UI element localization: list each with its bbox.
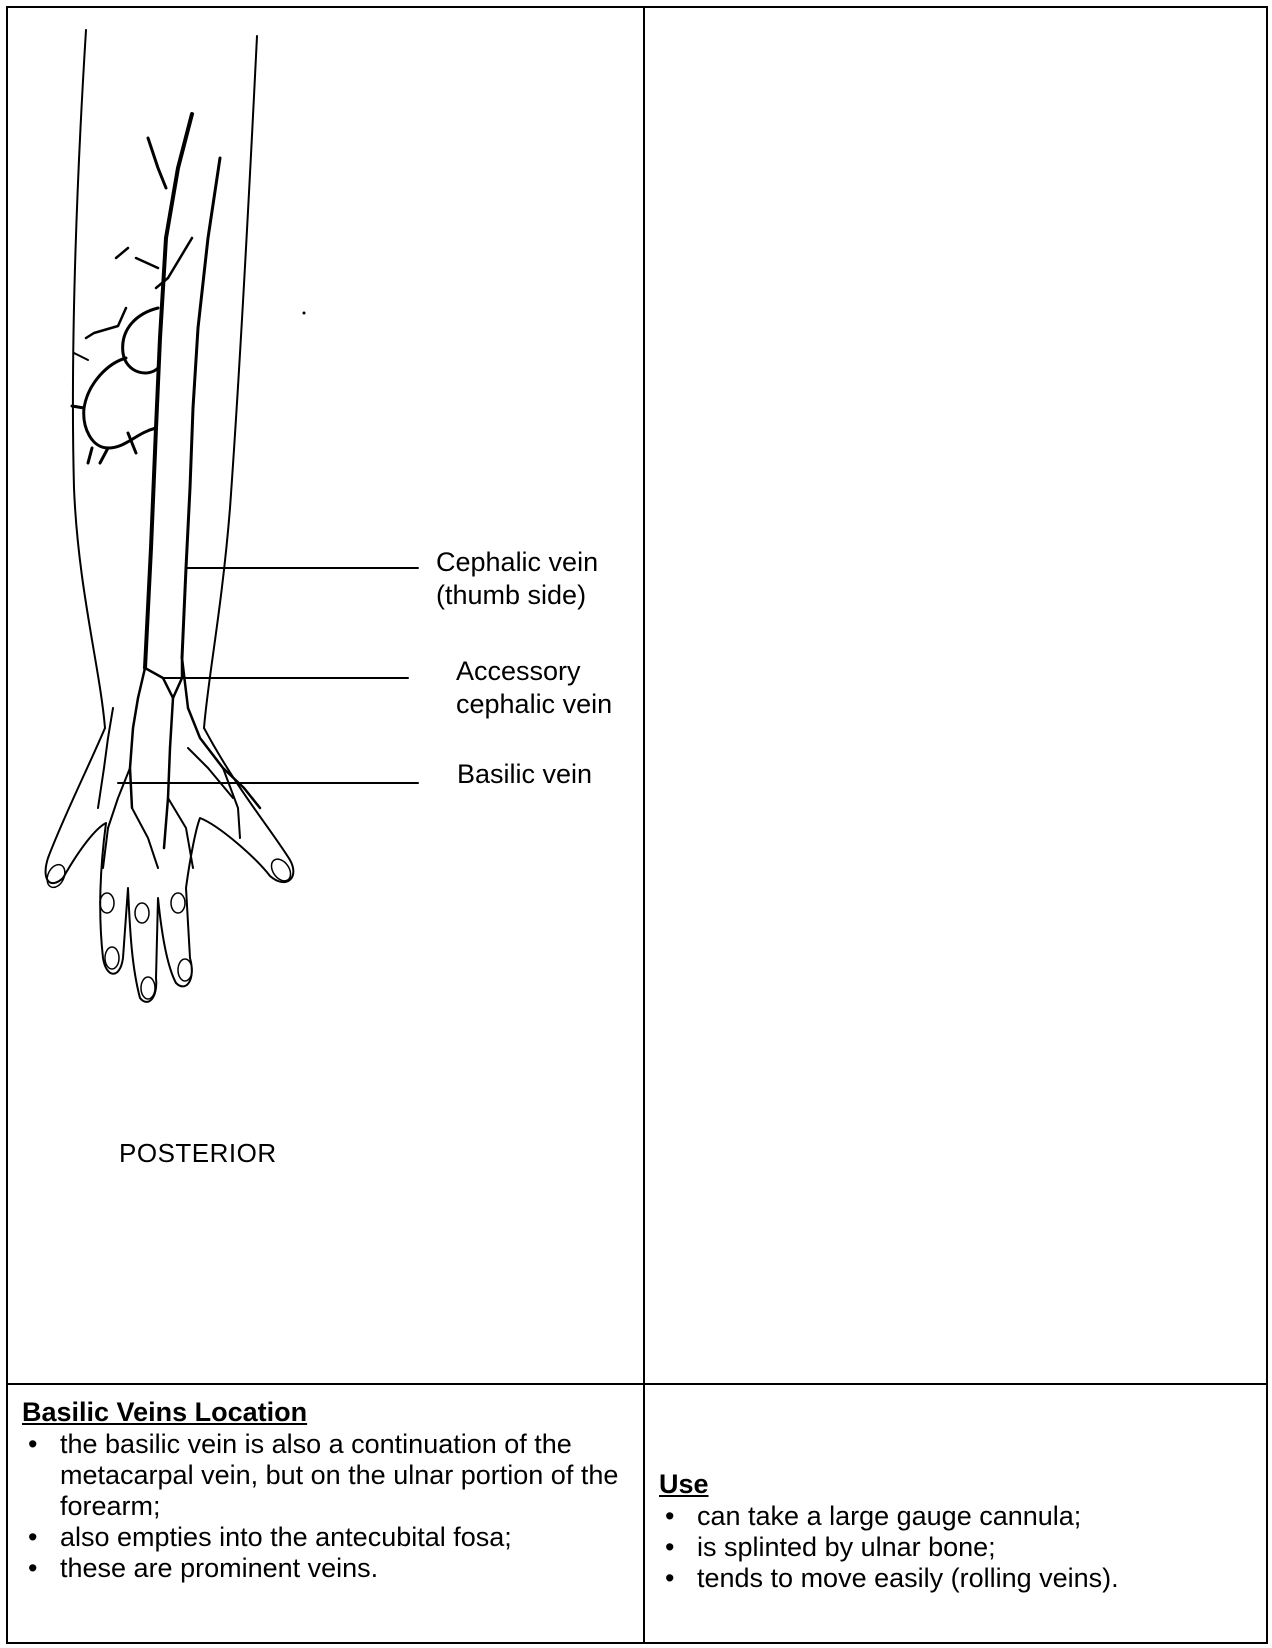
forearm-vein-left <box>130 668 145 808</box>
list-item-text: is splinted by ulnar bone; <box>697 1532 996 1562</box>
forearm-vein-mid <box>164 698 173 848</box>
bullet-icon: • <box>665 1501 674 1532</box>
nail-3 <box>141 977 155 999</box>
label-accessory-cephalic-vein: Accessory cephalic vein <box>456 655 612 721</box>
arm-outline-right <box>204 36 257 728</box>
document-table: Cephalic vein (thumb side) Accessory cep… <box>6 6 1268 1644</box>
forearm-vein-right <box>182 658 260 808</box>
list-item: • tends to move easily (rolling veins). <box>659 1563 1252 1594</box>
label-cephalic-vein: Cephalic vein (thumb side) <box>436 546 598 612</box>
use-list: • can take a large gauge cannula; • is s… <box>659 1501 1252 1594</box>
knuckle-3 <box>171 893 185 913</box>
nail-1 <box>44 862 69 891</box>
diagram-cell: Cephalic vein (thumb side) Accessory cep… <box>7 7 644 1384</box>
thin-branch-1 <box>156 238 192 288</box>
list-item: • these are prominent veins. <box>22 1553 629 1584</box>
list-item-text: can take a large gauge cannula; <box>697 1501 1081 1531</box>
bullet-icon: • <box>28 1522 37 1553</box>
nail-4 <box>178 959 192 981</box>
list-item: • can take a large gauge cannula; <box>659 1501 1252 1532</box>
bullet-icon: • <box>28 1429 37 1460</box>
location-cell: Basilic Veins Location • the basilic vei… <box>7 1384 644 1643</box>
vein-stub <box>74 353 88 360</box>
use-cell: Use • can take a large gauge cannula; • … <box>644 1384 1267 1643</box>
nail-2 <box>105 947 119 969</box>
thin-branch-2 <box>116 248 158 268</box>
label-accessory-line2: cephalic vein <box>456 688 612 721</box>
list-item-text: the basilic vein is also a continuation … <box>60 1429 618 1521</box>
use-heading: Use <box>659 1467 1252 1501</box>
list-item-text: tends to move easily (rolling veins). <box>697 1563 1119 1593</box>
cephalic-vein <box>182 158 220 658</box>
list-item: • also empties into the antecubital fosa… <box>22 1522 629 1553</box>
label-accessory-line1: Accessory <box>456 655 612 688</box>
empty-cell <box>644 7 1267 1384</box>
central-vein-branch <box>148 138 166 188</box>
label-basilic-vein: Basilic vein <box>457 758 592 791</box>
location-list: • the basilic vein is also a continuatio… <box>22 1429 629 1584</box>
label-cephalic-line1: Cephalic vein <box>436 546 598 579</box>
knuckle-1 <box>100 893 114 913</box>
knuckle-2 <box>135 903 149 923</box>
thin-branch-3 <box>86 308 126 338</box>
thumb-vein <box>223 768 240 838</box>
location-heading: Basilic Veins Location <box>22 1395 629 1429</box>
view-caption: POSTERIOR <box>119 1138 277 1169</box>
bullet-icon: • <box>665 1532 674 1563</box>
list-item-text: also empties into the antecubital fosa; <box>60 1522 512 1552</box>
speck <box>303 312 306 315</box>
arm-outline-left <box>73 30 105 728</box>
list-item: • is splinted by ulnar bone; <box>659 1532 1252 1563</box>
vein-network <box>72 308 158 463</box>
label-basilic-line1: Basilic vein <box>457 758 592 791</box>
bullet-icon: • <box>665 1563 674 1594</box>
list-item: • the basilic vein is also a continuatio… <box>22 1429 629 1522</box>
bullet-icon: • <box>28 1553 37 1584</box>
list-item-text: these are prominent veins. <box>60 1553 378 1583</box>
label-cephalic-line2: (thumb side) <box>436 579 598 612</box>
